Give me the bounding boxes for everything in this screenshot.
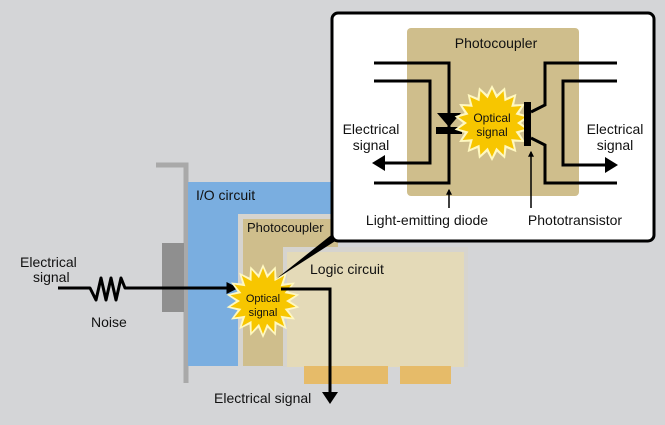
left-arrow-icon (372, 155, 385, 171)
optical-label-line2: signal (249, 307, 278, 319)
optical-label-line1: Optical (246, 293, 280, 305)
output-label: Electrical signal (214, 390, 311, 406)
output-arrow-icon (322, 392, 338, 404)
callout-left-label-line1: Electrical (343, 121, 400, 137)
callout-optical-burst-icon (454, 85, 530, 161)
io-circuit-label: I/O circuit (196, 187, 255, 203)
callout-optical-line1: Optical (473, 111, 510, 125)
right-arrow-icon (605, 157, 618, 173)
callout-right-label-line2: signal (597, 137, 634, 153)
callout-right-label-line1: Electrical (587, 121, 644, 137)
port-block (162, 243, 184, 312)
pt-wire-collector (530, 61, 617, 114)
phototransistor-label: Phototransistor (528, 212, 622, 228)
photocoupler-label: Photocoupler (247, 220, 324, 235)
noise-label: Noise (91, 314, 127, 330)
callout-left-label-line2: signal (353, 137, 390, 153)
callout-optical-line2: signal (476, 125, 507, 139)
input-label-line1: Electrical (20, 254, 77, 270)
led-wire-inner (374, 79, 432, 165)
logic-circuit-label: Logic circuit (310, 261, 384, 277)
optical-signal-burst-icon (226, 264, 300, 338)
edge-connector (400, 366, 451, 384)
noise-resistor-icon (58, 276, 239, 302)
callout-leader (276, 232, 340, 279)
output-signal-line (281, 287, 332, 396)
card-bracket (156, 162, 189, 383)
input-label-line2: signal (33, 269, 70, 285)
pt-wire-inner (561, 79, 617, 167)
led-label: Light-emitting diode (366, 212, 488, 228)
callout-photocoupler-label: Photocoupler (455, 35, 538, 51)
edge-connector (304, 366, 388, 384)
led-bar (436, 127, 462, 134)
pt-wire-emitter (530, 136, 617, 185)
logic-circuit-board (287, 252, 464, 367)
phototransistor-icon (524, 102, 531, 146)
